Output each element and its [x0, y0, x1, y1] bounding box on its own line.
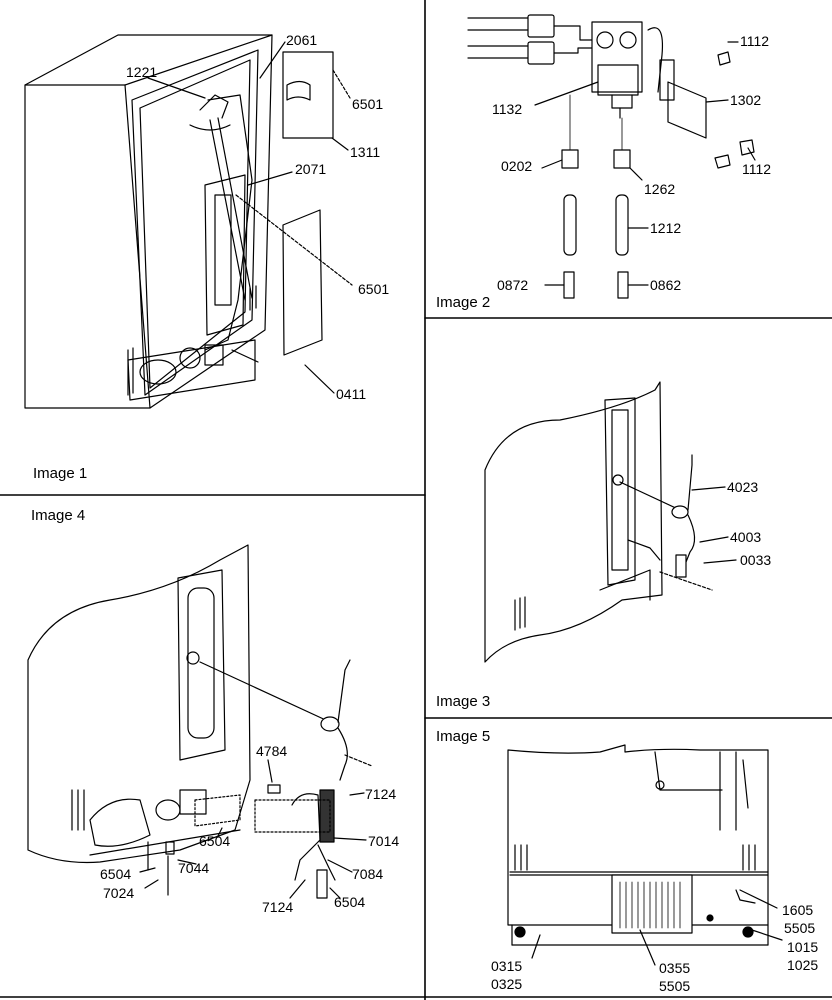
part-label-7124-lower: 7124 — [262, 899, 294, 915]
image3-caption: Image 3 — [436, 693, 491, 710]
part-label-0202: 0202 — [501, 158, 533, 174]
part-label-1015: 1015 — [787, 939, 819, 955]
part-label-1302: 1302 — [730, 92, 762, 108]
part-label-7124-upper: 7124 — [365, 786, 397, 802]
part-label-6504-mid: 6504 — [199, 833, 231, 849]
part-label-6501-upper: 6501 — [352, 96, 384, 112]
part-label-5505-right: 5505 — [784, 920, 816, 936]
part-label-4003: 4003 — [730, 529, 762, 545]
part-label-7084: 7084 — [352, 866, 384, 882]
water-valve-drawing — [467, 14, 756, 299]
image4-caption: Image 4 — [31, 507, 86, 524]
fridge-cabinet-drawing — [24, 34, 353, 409]
part-label-6504-left: 6504 — [100, 866, 132, 882]
part-label-2061: 2061 — [286, 32, 318, 48]
part-label-1112-top: 1112 — [740, 33, 770, 49]
part-label-5505-bottom: 5505 — [659, 978, 691, 994]
part-label-0411: 0411 — [336, 386, 367, 402]
part-label-1311: 1311 — [350, 144, 381, 160]
part-label-7014: 7014 — [368, 833, 400, 849]
part-label-1112-bottom: 1112 — [742, 161, 772, 177]
part-label-1025: 1025 — [787, 957, 819, 973]
part-label-7044: 7044 — [178, 860, 210, 876]
part-label-0862: 0862 — [650, 277, 682, 293]
part-label-6501-lower: 6501 — [358, 281, 390, 297]
part-label-0355: 0355 — [659, 960, 691, 976]
image5-caption: Image 5 — [436, 728, 491, 745]
part-label-4023: 4023 — [727, 479, 759, 495]
part-label-0033: 0033 — [740, 552, 772, 568]
part-label-1212: 1212 — [650, 220, 682, 236]
part-label-4784: 4784 — [256, 743, 288, 759]
part-label-0872: 0872 — [497, 277, 529, 293]
part-label-6504-right: 6504 — [334, 894, 366, 910]
lower-cabinet-drawing — [27, 544, 373, 899]
part-label-1605: 1605 — [782, 902, 814, 918]
part-label-0325: 0325 — [491, 976, 523, 992]
part-label-1221: 1221 — [126, 64, 158, 80]
bottom-rear-drawing — [507, 744, 783, 966]
part-label-1262: 1262 — [644, 181, 676, 197]
image2-caption: Image 2 — [436, 294, 491, 311]
image1-caption: Image 1 — [33, 465, 88, 482]
cabinet-wiring-drawing — [484, 381, 737, 663]
part-label-2071: 2071 — [295, 161, 327, 177]
part-label-0315: 0315 — [491, 958, 523, 974]
part-label-7024: 7024 — [103, 885, 135, 901]
part-label-1132: 1132 — [492, 101, 523, 117]
